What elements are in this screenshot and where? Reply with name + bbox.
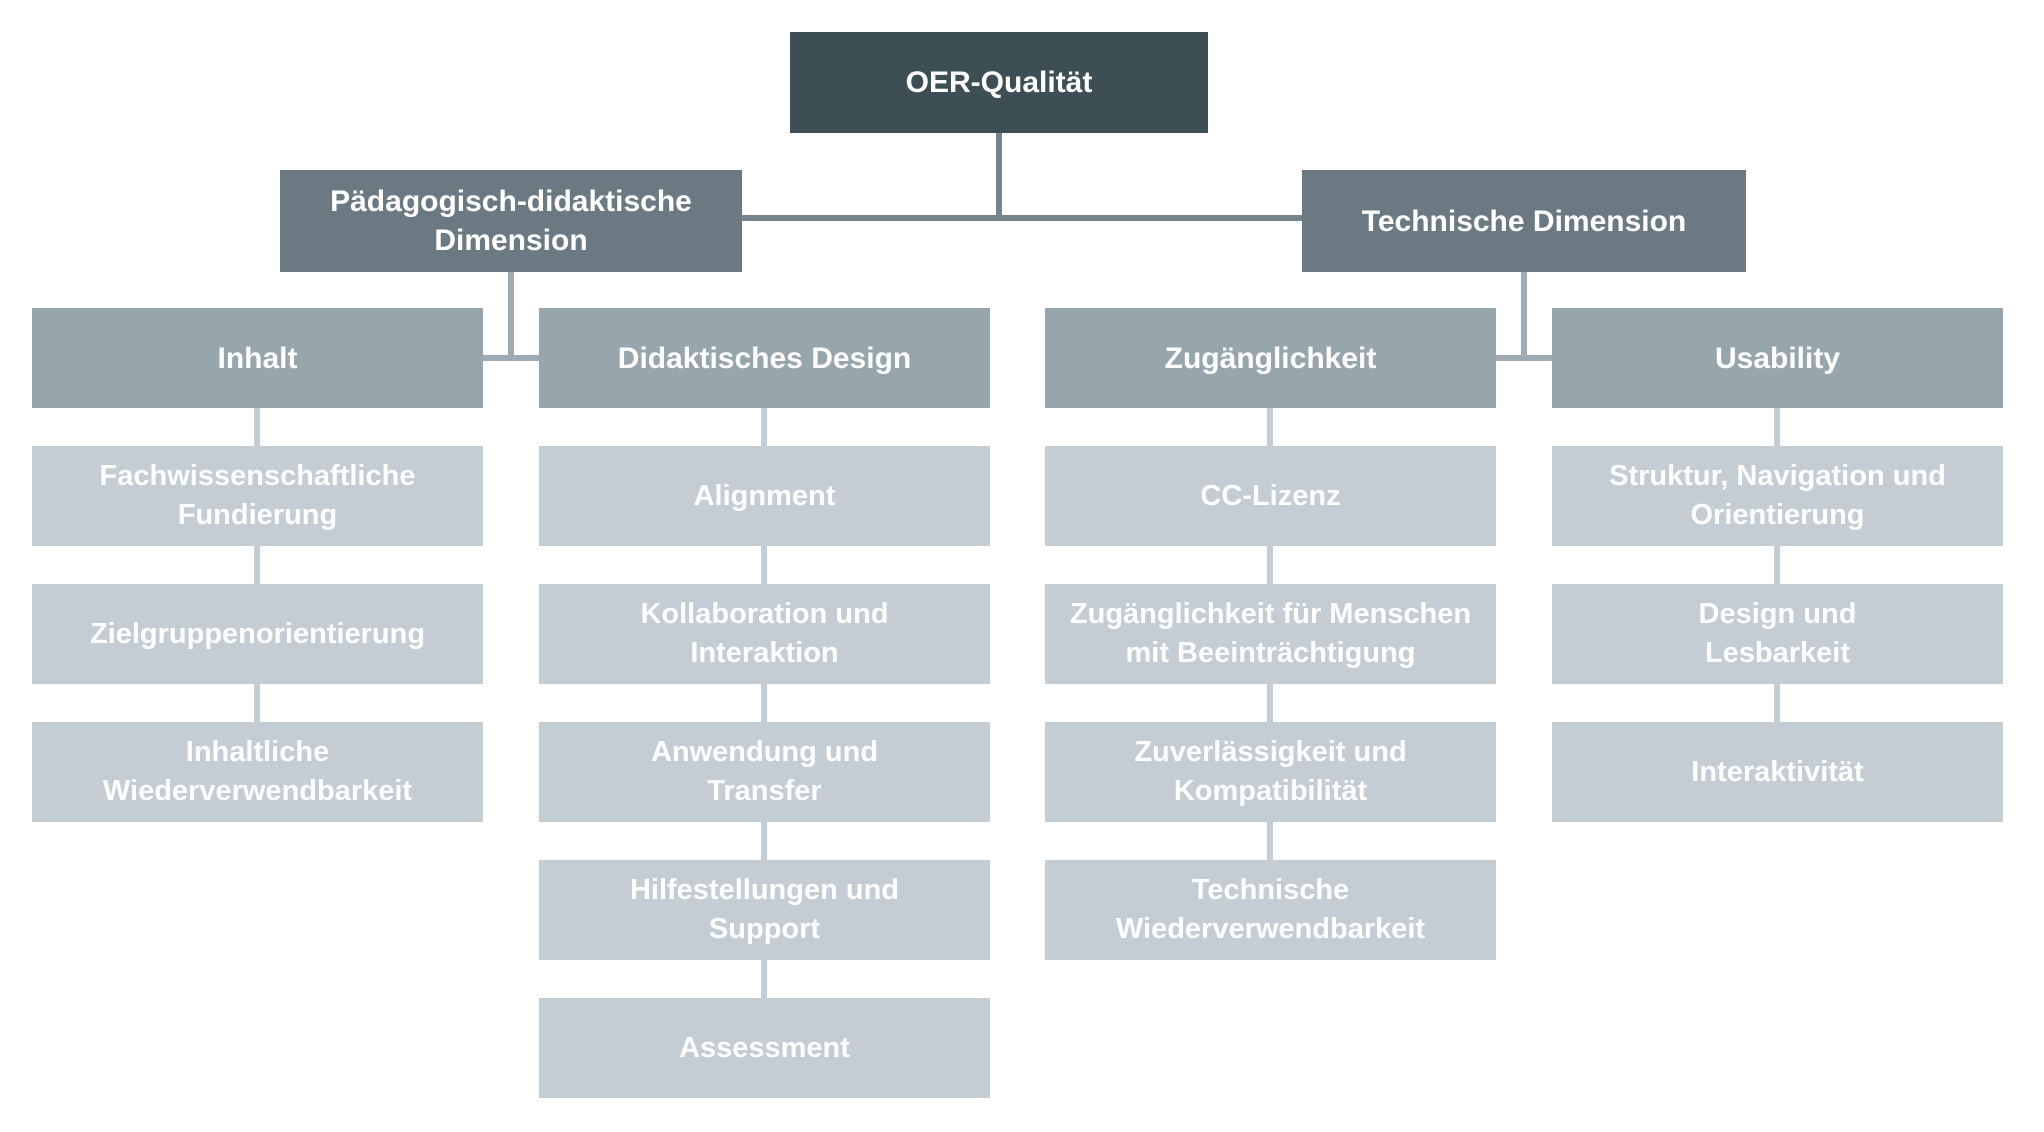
node-design-und-lesbarkeit: Design und Lesbarkeit <box>1552 584 2003 684</box>
connector-line <box>1267 822 1273 860</box>
node-zielgruppenorientierung: Zielgruppenorientierung <box>32 584 483 684</box>
node-assessment: Assessment <box>539 998 990 1098</box>
node-zugaenglichkeit-beeintraechtigung: Zugänglichkeit für Menschen mit Beeinträ… <box>1045 584 1496 684</box>
connector-line <box>1267 546 1273 584</box>
connector-line <box>254 546 260 584</box>
connector-line <box>761 408 767 446</box>
node-inhalt: Inhalt <box>32 308 483 408</box>
connector-root-vertical <box>996 133 1002 221</box>
node-cc-lizenz: CC-Lizenz <box>1045 446 1496 546</box>
node-kollaboration-und-interaktion: Kollaboration und Interaktion <box>539 584 990 684</box>
node-hilfestellungen-und-support: Hilfestellungen und Support <box>539 860 990 960</box>
node-didaktisches-design: Didaktisches Design <box>539 308 990 408</box>
node-zuverlaessigkeit-kompatibilitaet: Zuverlässigkeit und Kompatibilität <box>1045 722 1496 822</box>
connector-line <box>761 822 767 860</box>
node-alignment: Alignment <box>539 446 990 546</box>
node-struktur-navigation-orientierung: Struktur, Navigation und Orientierung <box>1552 446 2003 546</box>
connector-line <box>254 408 260 446</box>
connector-line <box>1774 546 1780 584</box>
connector-line <box>761 546 767 584</box>
node-inhaltliche-wiederverwendbarkeit: Inhaltliche Wiederverwendbarkeit <box>32 722 483 822</box>
connector-line <box>254 684 260 722</box>
node-technische-wiederverwendbarkeit: Technische Wiederverwendbarkeit <box>1045 860 1496 960</box>
connector-dimension-left-stub <box>483 355 539 361</box>
connector-line <box>1774 408 1780 446</box>
node-technische-dimension: Technische Dimension <box>1302 170 1746 272</box>
node-anwendung-und-transfer: Anwendung und Transfer <box>539 722 990 822</box>
connector-line <box>761 960 767 998</box>
connector-dimension-left-vertical <box>508 272 514 361</box>
node-oer-qualitaet: OER-Qualität <box>790 32 1208 133</box>
connector-dimension-right-stub <box>1496 355 1552 361</box>
node-usability: Usability <box>1552 308 2003 408</box>
connector-line <box>1267 408 1273 446</box>
connector-root-horizontal <box>742 215 1302 221</box>
node-paedagogisch-didaktische-dimension: Pädagogisch-didaktische Dimension <box>280 170 742 272</box>
node-interaktivitaet: Interaktivität <box>1552 722 2003 822</box>
connector-line <box>761 684 767 722</box>
connector-line <box>1774 684 1780 722</box>
connector-line <box>1267 684 1273 722</box>
node-zugaenglichkeit: Zugänglichkeit <box>1045 308 1496 408</box>
connector-dimension-right-vertical <box>1521 272 1527 361</box>
node-fachwissenschaftliche-fundierung: Fachwissenschaftliche Fundierung <box>32 446 483 546</box>
